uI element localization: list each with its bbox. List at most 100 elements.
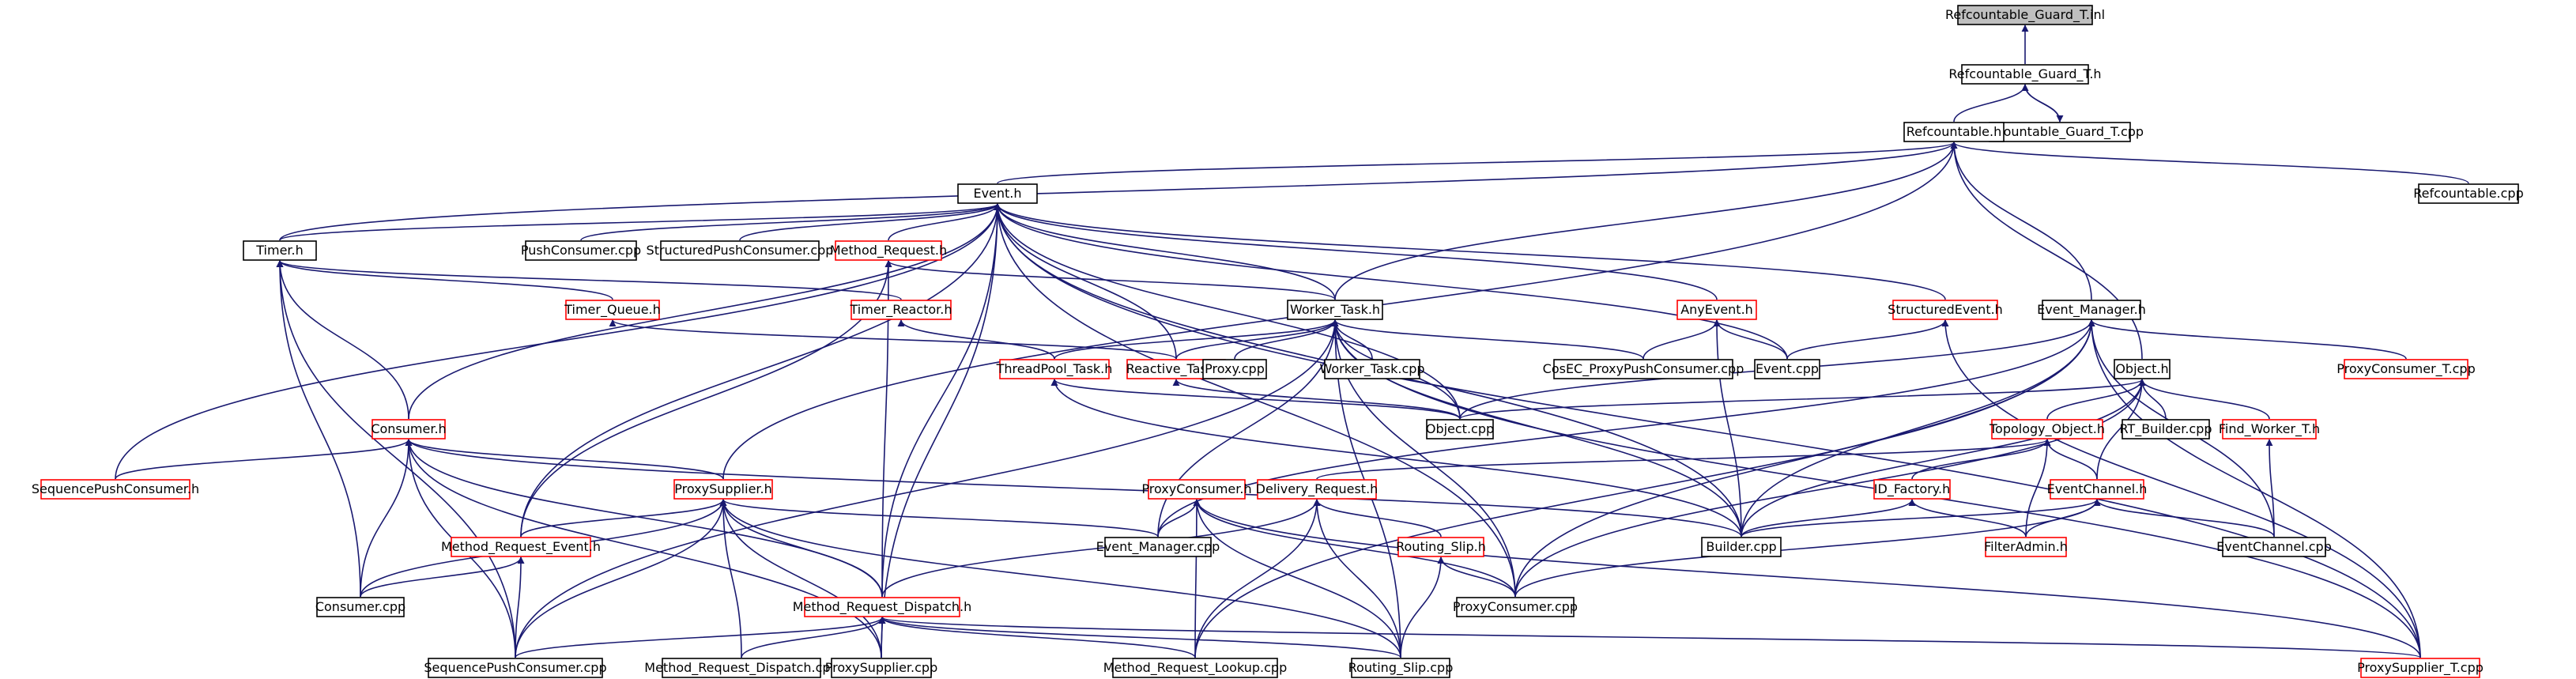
node-builder-cpp[interactable]: Builder.cpp	[1701, 537, 1782, 557]
node-timer-h[interactable]: Timer.h	[243, 240, 317, 261]
node-refcountable-h[interactable]: Refcountable.h	[1903, 122, 2005, 142]
node-box	[1257, 479, 1377, 500]
edge-n47-to-n42	[878, 617, 1196, 658]
node-eventchannel-cpp[interactable]: EventChannel.cpp	[2216, 537, 2332, 557]
node-refcountable-guard-t-h[interactable]: Refcountable_Guard_T.h	[1948, 64, 2102, 85]
node-proxysupplier-h[interactable]: ProxySupplier.h	[673, 479, 773, 500]
node-routing-slip-cpp[interactable]: Routing_Slip.cpp	[1348, 658, 1454, 678]
node-structuredpushconsumer-cpp[interactable]: StructuredPushConsumer.cpp	[647, 240, 834, 261]
node-label: StructuredPushConsumer.cpp	[647, 243, 834, 258]
node-label: Object.cpp	[1426, 421, 1494, 436]
node-box	[451, 537, 591, 557]
node-threadpool-task-h[interactable]: ThreadPool_Task.h	[996, 359, 1113, 379]
node-box	[804, 597, 960, 617]
node-method-request-event-h[interactable]: Method_Request_Event.h	[441, 537, 601, 557]
node-label: Timer_Reactor.h	[850, 302, 952, 318]
node-pushconsumer-cpp[interactable]: PushConsumer.cpp	[521, 240, 641, 261]
edge-n35-to-n30	[520, 499, 727, 538]
node-box	[2418, 183, 2519, 204]
node-eventchannel-h[interactable]: EventChannel.h	[2047, 479, 2148, 500]
node-proxysupplier-t-cpp[interactable]: ProxySupplier_T.cpp	[2357, 658, 2484, 678]
node-method-request-h[interactable]: Method_Request.h	[830, 240, 947, 261]
edge-n38-to-n24	[405, 439, 1742, 538]
edge-n1-to-n2	[2024, 84, 2064, 123]
node-box	[673, 479, 773, 500]
edge-n29-to-n24	[115, 439, 413, 480]
edge-n49-to-n42	[879, 617, 2421, 658]
node-rt-builder-cpp[interactable]: RT_Builder.cpp	[2119, 419, 2212, 439]
edge-n4-to-n3	[1950, 141, 2469, 184]
node-event-h[interactable]: Event.h	[957, 183, 1038, 204]
edge-n42-to-n30	[719, 499, 883, 598]
node-event-manager-h[interactable]: Event_Manager.h	[2037, 300, 2146, 320]
edge-n5-to-n3	[997, 141, 1958, 184]
node-label: Refcountable_Guard_T.cpp	[1976, 124, 2144, 140]
node-box	[831, 658, 932, 678]
node-refcountable-guard-t-cpp[interactable]: Refcountable_Guard_T.cpp	[1976, 122, 2144, 142]
node-find-worker-t-h[interactable]: Find_Worker_T.h	[2219, 419, 2320, 439]
node-box	[660, 240, 820, 261]
edge-n30-to-n24	[405, 439, 724, 480]
edge-n42-to-n9	[881, 260, 892, 598]
node-timer-reactor-h[interactable]: Timer_Reactor.h	[850, 300, 952, 320]
node-sequencepushconsumer-h[interactable]: SequencePushConsumer.h	[32, 479, 199, 500]
node-label: Routing_Slip.h	[1396, 539, 1486, 555]
node-event-cpp[interactable]: Event.cpp	[1754, 359, 1820, 379]
node-proxysupplier-cpp[interactable]: ProxySupplier.cpp	[825, 658, 937, 678]
node-label: ProxyConsumer_T.cpp	[2337, 361, 2475, 377]
node-sequencepushconsumer-cpp[interactable]: SequencePushConsumer.cpp	[424, 658, 607, 678]
node-proxyconsumer-h[interactable]: ProxyConsumer.h	[1141, 479, 1252, 500]
edge-n46-to-n42	[878, 617, 886, 658]
node-label: Proxy.cpp	[1205, 361, 1265, 376]
node-label: Timer_Queue.h	[564, 302, 661, 318]
node-event-manager-cpp[interactable]: Event_Manager.cpp	[1096, 537, 1220, 557]
node-object-cpp[interactable]: Object.cpp	[1426, 419, 1494, 439]
edge-n19-to-n12	[1234, 319, 1339, 360]
node-method-request-dispatch-h[interactable]: Method_Request_Dispatch.h	[793, 597, 972, 617]
edge-n12-to-n9	[884, 260, 1336, 300]
node-topology-object-h[interactable]: Topology_Object.h	[1989, 419, 2105, 439]
node-box	[1397, 537, 1484, 557]
node-method-request-lookup-cpp[interactable]: Method_Request_Lookup.cpp	[1103, 658, 1287, 678]
node-routing-slip-h[interactable]: Routing_Slip.h	[1396, 537, 1486, 557]
edge-n42-to-n32	[881, 499, 1321, 598]
node-box	[565, 300, 660, 320]
node-box	[1553, 359, 1733, 379]
node-box	[40, 479, 190, 500]
node-label: PushConsumer.cpp	[521, 243, 641, 258]
edge-n18-to-n12	[1175, 319, 1339, 360]
node-anyevent-h[interactable]: AnyEvent.h	[1676, 300, 1757, 320]
node-worker-task-h[interactable]: Worker_Task.h	[1287, 300, 1383, 320]
edge-n48-to-n37	[1400, 556, 1445, 658]
node-consumer-cpp[interactable]: Consumer.cpp	[315, 597, 405, 617]
node-cosec-proxypushconsumer-cpp[interactable]: CosEC_ProxyPushConsumer.cpp	[1543, 359, 1744, 379]
edge-n34-to-n26	[2043, 439, 2098, 480]
node-box	[372, 419, 446, 439]
node-label: Consumer.h	[371, 421, 446, 436]
node-delivery-request-h[interactable]: Delivery_Request.h	[1256, 479, 1379, 500]
node-label: Consumer.cpp	[315, 599, 405, 614]
node-object-h[interactable]: Object.h	[2114, 359, 2171, 379]
edge-n41-to-n35	[360, 556, 525, 598]
node-label: CosEC_ProxyPushConsumer.cpp	[1543, 361, 1744, 377]
node-method-request-dispatch-cpp[interactable]: Method_Request_Dispatch.cpp	[644, 658, 839, 678]
node-id-factory-h[interactable]: ID_Factory.h	[1873, 479, 1951, 500]
node-timer-queue-h[interactable]: Timer_Queue.h	[564, 300, 661, 320]
edge-n6-to-n5	[279, 203, 1001, 241]
node-consumer-h[interactable]: Consumer.h	[371, 419, 447, 439]
node-proxyconsumer-t-cpp[interactable]: ProxyConsumer_T.cpp	[2337, 359, 2476, 379]
edge-n38-to-n34	[1741, 499, 2101, 538]
node-box	[1754, 359, 1820, 379]
node-box	[1287, 300, 1383, 320]
node-worker-task-cpp[interactable]: Worker_Task.cpp	[1319, 359, 1425, 379]
node-refcountable-cpp[interactable]: Refcountable.cpp	[2413, 183, 2524, 204]
edge-n29-to-n5	[115, 203, 1001, 480]
node-structuredevent-h[interactable]: StructuredEvent.h	[1888, 300, 2003, 320]
node-box	[1104, 537, 1212, 557]
node-box	[835, 240, 942, 261]
node-filteradmin-h[interactable]: FilterAdmin.h	[1984, 537, 2068, 557]
edge-n46-to-n5	[881, 203, 1001, 658]
node-proxyconsumer-cpp[interactable]: ProxyConsumer.cpp	[1453, 597, 1578, 617]
node-proxy-cpp[interactable]: Proxy.cpp	[1202, 359, 1267, 379]
